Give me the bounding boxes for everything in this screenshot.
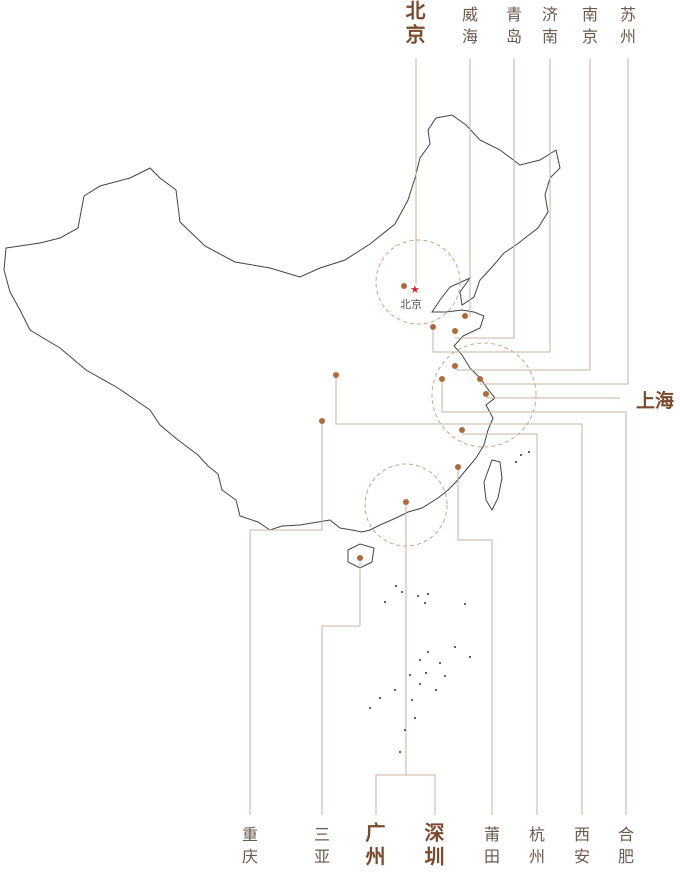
label-shenzhen: 深圳 (421, 822, 445, 870)
leader-suzhou (480, 58, 629, 385)
label-shanghai: 上海 (636, 390, 675, 412)
leader-xian (335, 378, 583, 815)
marker-qingdao (452, 328, 458, 334)
label-suzhou: 苏州 (617, 6, 636, 50)
leader-jinan (432, 58, 551, 353)
marker-jinan (430, 324, 436, 330)
label-hefei: 合肥 (615, 826, 634, 870)
label-beijing: 北京 (402, 0, 426, 48)
china-outline (3, 114, 561, 533)
leader-nanjing (455, 58, 591, 371)
leader-guangzhou-shenzhen (375, 774, 436, 815)
label-putian: 莆田 (481, 826, 500, 870)
leader-putian (457, 470, 493, 815)
taiwan-outline (483, 459, 503, 512)
marker-beijing (401, 283, 407, 289)
leader-sanya (321, 562, 361, 815)
capital-star-icon: ★ (410, 283, 420, 296)
leader-qingdao (455, 58, 515, 339)
marker-guangzhou (403, 499, 409, 505)
shanghai-highlight-circle (431, 342, 537, 448)
south-sea-islands (369, 451, 530, 753)
leader-hefei (441, 382, 627, 815)
marker-hefei (439, 376, 445, 382)
label-weihai: 威海 (459, 6, 478, 50)
marker-suzhou (477, 376, 483, 382)
marker-chongqing (319, 418, 325, 424)
hainan-outline (347, 543, 375, 569)
marker-nanjing (452, 363, 458, 369)
beijing-highlight-circle (375, 239, 461, 325)
label-guangzhou: 广州 (362, 822, 386, 870)
marker-xian (333, 372, 339, 378)
marker-hangzhou (459, 427, 465, 433)
label-nanjing: 南京 (579, 6, 598, 50)
label-chongqing: 重庆 (239, 826, 258, 870)
marker-sanya (357, 555, 363, 561)
marker-weihai (462, 313, 468, 319)
city-markers (319, 283, 489, 561)
leader-hangzhou (462, 433, 538, 815)
leader-chongqing (249, 424, 323, 815)
label-xian: 西安 (571, 826, 590, 870)
label-jinan: 济南 (539, 6, 558, 50)
label-qingdao: 青岛 (503, 6, 522, 50)
label-hangzhou: 杭州 (526, 826, 545, 870)
leader-lines (249, 58, 629, 815)
marker-putian (455, 464, 461, 470)
marker-shanghai (483, 391, 489, 397)
map-capital-label: 北京 (400, 298, 422, 311)
label-sanya: 三亚 (311, 826, 330, 870)
